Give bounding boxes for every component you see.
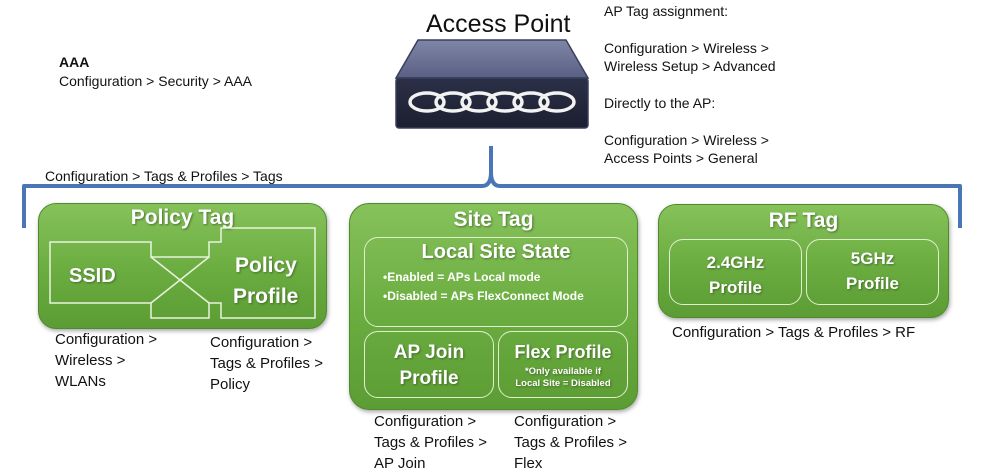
ssid-path-line2: Wireless >	[55, 352, 126, 369]
disabled-note: •Disabled = APs FlexConnect Mode	[383, 289, 584, 303]
site-tag-title: Site Tag	[453, 208, 534, 231]
policy-path-line1: Configuration >	[210, 334, 313, 351]
ssid-path-line3: WLANs	[55, 373, 106, 390]
ssid-label: SSID	[69, 265, 116, 287]
access-point-title: Access Point	[426, 10, 571, 38]
band24-profile-box: 2.4GHz Profile	[669, 239, 802, 305]
flex-profile-box: Flex Profile *Only available if Local Si…	[498, 331, 628, 398]
flex-path-line2: Tags & Profiles >	[514, 434, 627, 451]
ap-join-profile-box: AP Join Profile	[364, 331, 494, 398]
policy-tag-box: Policy Tag SSID Policy Profile	[38, 203, 327, 329]
ap-join-path-line2: Tags & Profiles >	[374, 434, 487, 451]
ap-assignment-path-line2: Wireless Setup > Advanced	[604, 58, 776, 74]
ap-join-label-line1: AP Join	[393, 342, 465, 363]
ap-direct-heading: Directly to the AP:	[604, 95, 716, 111]
access-point-icon	[394, 39, 590, 129]
ssid-path-line1: Configuration >	[55, 331, 158, 348]
ap-join-label-line2: Profile	[399, 368, 459, 389]
local-site-state-title: Local Site State	[421, 241, 571, 263]
ap-direct-path-line1: Configuration > Wireless >	[604, 132, 769, 148]
rf-tag-box: RF Tag 2.4GHz Profile 5GHz Profile	[658, 204, 949, 318]
policy-profile-label-line1: Policy	[235, 254, 297, 277]
ap-assignment-path-line1: Configuration > Wireless >	[604, 40, 769, 56]
enabled-note: •Enabled = APs Local mode	[383, 270, 541, 284]
ap-join-path-line1: Configuration >	[374, 413, 477, 430]
policy-path-line3: Policy	[210, 376, 251, 393]
band24-label-line1: 2.4GHz	[706, 253, 765, 272]
rf-tag-title: RF Tag	[768, 209, 839, 232]
flex-path-line3: Flex	[514, 455, 543, 472]
flex-path-line1: Configuration >	[514, 413, 617, 430]
ap-direct-path-line2: Access Points > General	[604, 150, 758, 166]
policy-profile-label-line2: Profile	[233, 285, 299, 308]
policy-path-line2: Tags & Profiles >	[210, 355, 323, 372]
band5-label-line2: Profile	[846, 274, 899, 293]
rf-path: Configuration > Tags & Profiles > RF	[672, 324, 916, 341]
aaa-heading: AAA	[59, 54, 90, 70]
policy-tag-title: Policy Tag	[130, 206, 235, 229]
tags-path: Configuration > Tags & Profiles > Tags	[45, 168, 283, 184]
policy-tag-arrows	[49, 227, 316, 319]
aaa-path: Configuration > Security > AAA	[59, 73, 252, 89]
ap-join-path-line3: AP Join	[374, 455, 426, 472]
flex-profile-label: Flex Profile	[514, 342, 612, 362]
band24-label-line2: Profile	[709, 278, 762, 297]
band5-label-line1: 5GHz	[850, 249, 895, 268]
flex-note-line1: *Only available if	[524, 366, 602, 377]
band5-profile-box: 5GHz Profile	[806, 239, 939, 305]
flex-note-line2: Local Site = Disabled	[515, 378, 611, 389]
site-tag-box: Site Tag Local Site State •Enabled = APs…	[349, 203, 638, 410]
ap-assignment-heading: AP Tag assignment:	[604, 3, 729, 19]
local-site-state-box: Local Site State •Enabled = APs Local mo…	[364, 237, 628, 327]
